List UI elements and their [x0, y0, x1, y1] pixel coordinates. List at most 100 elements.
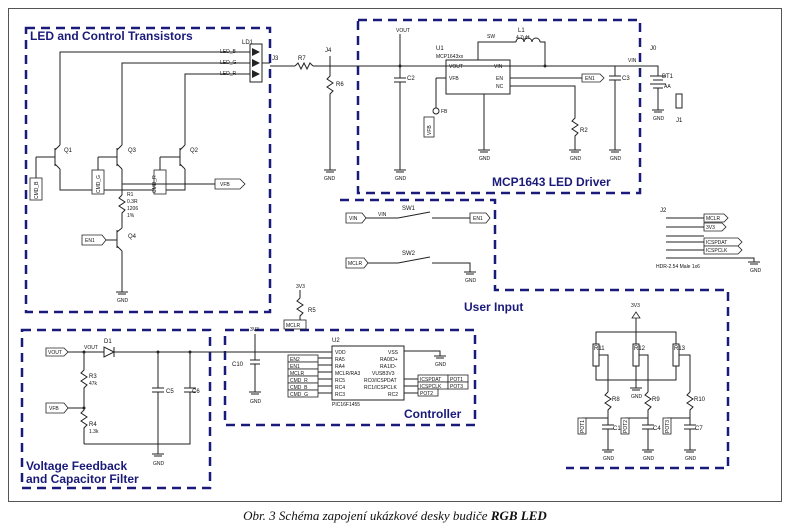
r2-label: R2 [580, 128, 588, 134]
svg-text:R11: R11 [594, 346, 605, 352]
en1-flag-driver: EN1 [581, 73, 605, 83]
j2-icspdat-flag: ICSPDAT [703, 237, 743, 247]
gnd-sw2: GND [465, 278, 477, 284]
svg-text:VOUT: VOUT [48, 350, 62, 356]
svg-text:POT2: POT2 [420, 391, 433, 397]
svg-text:ICSPDAT: ICSPDAT [420, 377, 441, 383]
pot2-flag-u2: POT2 [417, 388, 439, 397]
svg-text:CMD_B: CMD_B [34, 181, 40, 199]
gnd-c4: GND [643, 456, 655, 462]
c1-label: C1 [613, 426, 621, 432]
svg-text:NC: NC [496, 84, 504, 90]
svg-text:VDD: VDD [335, 350, 346, 356]
svg-text:VSS: VSS [388, 350, 399, 356]
caption-bold: RGB LED [490, 508, 547, 523]
svg-text:EN1: EN1 [290, 364, 300, 370]
svg-text:EN1: EN1 [585, 76, 595, 82]
svg-text:RC2: RC2 [388, 392, 398, 398]
gnd-c10: GND [250, 399, 262, 405]
svg-text:EN2: EN2 [290, 357, 300, 363]
c2-label: C2 [407, 76, 415, 82]
controller-section-box [223, 328, 477, 427]
svg-text:Q3: Q3 [128, 148, 137, 154]
r6-label: R6 [336, 82, 344, 88]
pot3-flag-u2: POT3 [447, 381, 469, 390]
svg-text:RC4: RC4 [335, 385, 345, 391]
r10-label: R10 [694, 397, 706, 403]
vout-label-top: VOUT [396, 28, 410, 34]
driver-section-title: MCP1643 LED Driver [492, 175, 611, 189]
svg-text:RA5: RA5 [335, 357, 345, 363]
fb-label: FB [441, 109, 448, 115]
c5-label: C5 [166, 389, 174, 395]
svg-text:POT2: POT2 [623, 420, 629, 433]
svg-text:RA0/D+: RA0/D+ [380, 357, 398, 363]
controller-section-title: Controller [404, 407, 462, 421]
svg-text:RC5: RC5 [335, 378, 345, 384]
svg-text:MCP1643xx: MCP1643xx [436, 54, 464, 60]
user-section-box [340, 198, 730, 470]
c6-label: C6 [192, 389, 200, 395]
3v3-pots: 3V3 [631, 303, 640, 309]
gnd-r6: GND [324, 176, 336, 182]
r7-label: R7 [298, 56, 306, 62]
transistor-q1: Q1 [50, 144, 73, 170]
r1-package: 1206 [127, 206, 138, 212]
svg-text:MCLR: MCLR [706, 216, 721, 222]
gnd-pots: GND [631, 394, 643, 400]
transistor-q3: Q3 [104, 144, 137, 170]
switch-sw2 [397, 256, 431, 264]
svg-text:RC1/ICSPCLK: RC1/ICSPCLK [364, 385, 397, 391]
svg-text:POT1: POT1 [580, 420, 586, 433]
svg-text:POT3: POT3 [450, 384, 463, 390]
svg-text:CMD_R: CMD_R [290, 378, 308, 384]
j4-label: J4 [325, 48, 332, 54]
gnd-j2: GND [750, 268, 762, 274]
diode-d1 [103, 346, 116, 358]
svg-text:VUSB3V3: VUSB3V3 [372, 371, 395, 377]
r9-label: R9 [652, 397, 660, 403]
3v3-c10: 3V3 [250, 327, 259, 333]
svg-text:RC3: RC3 [335, 392, 345, 398]
svg-text:VFB: VFB [449, 76, 459, 82]
vfb-flag-fb: VFB [45, 402, 69, 414]
figure-caption: Obr. 3 Schéma zapojení ukázkové desky bu… [0, 508, 790, 524]
svg-text:R12: R12 [634, 346, 646, 352]
svg-text:EN1: EN1 [85, 238, 95, 244]
user-section-title: User Input [464, 300, 523, 314]
r1-value: 0.3R [127, 199, 138, 205]
bt1-label: BT1 [662, 74, 674, 80]
bt1-type: AA [664, 84, 671, 90]
j0-label: J0 [650, 46, 657, 52]
svg-text:CMD_G: CMD_G [96, 175, 102, 193]
svg-text:VFB: VFB [220, 182, 230, 188]
r1-label: R1 [127, 192, 134, 198]
sw-label: SW [487, 34, 495, 40]
vout-flag-fb: VOUT [45, 347, 69, 357]
c10-label: C10 [232, 362, 244, 368]
l1-value: 4.7µH [516, 35, 530, 41]
svg-text:MCLR: MCLR [348, 261, 363, 267]
en1-flag-sw1: EN1 [469, 212, 491, 224]
r3-label: R3 [89, 374, 97, 380]
ic-u1-mcp1643: U1 MCP1643xx VOUT VFB VIN EN NC [436, 46, 511, 95]
caption-prefix: Obr. 3 Schéma zapojení ukázkové desky bu… [243, 508, 491, 523]
j2-icspclk-flag: ICSPCLK [703, 245, 743, 255]
svg-text:Q4: Q4 [128, 234, 137, 240]
cmd-b-flag: CMD_B [29, 156, 50, 201]
en1-flag-q4: EN1 [81, 234, 107, 246]
d1-label: D1 [104, 339, 112, 345]
feedback-section-box [20, 328, 212, 490]
svg-text:RC0/ICSPDAT: RC0/ICSPDAT [364, 378, 397, 384]
feedback-section-title-2: and Capacitor Filter [26, 472, 139, 486]
svg-text:U2: U2 [332, 338, 340, 344]
svg-text:PIC16F1455: PIC16F1455 [332, 402, 360, 408]
pot3-flag: POT3 [662, 417, 672, 435]
vin-label-rail: VIN [628, 58, 637, 64]
svg-text:Q2: Q2 [190, 148, 199, 154]
gnd-u2: GND [435, 362, 447, 368]
svg-text:POT3: POT3 [665, 420, 671, 433]
svg-text:VOUT: VOUT [449, 64, 463, 70]
svg-text:RA4: RA4 [335, 364, 345, 370]
